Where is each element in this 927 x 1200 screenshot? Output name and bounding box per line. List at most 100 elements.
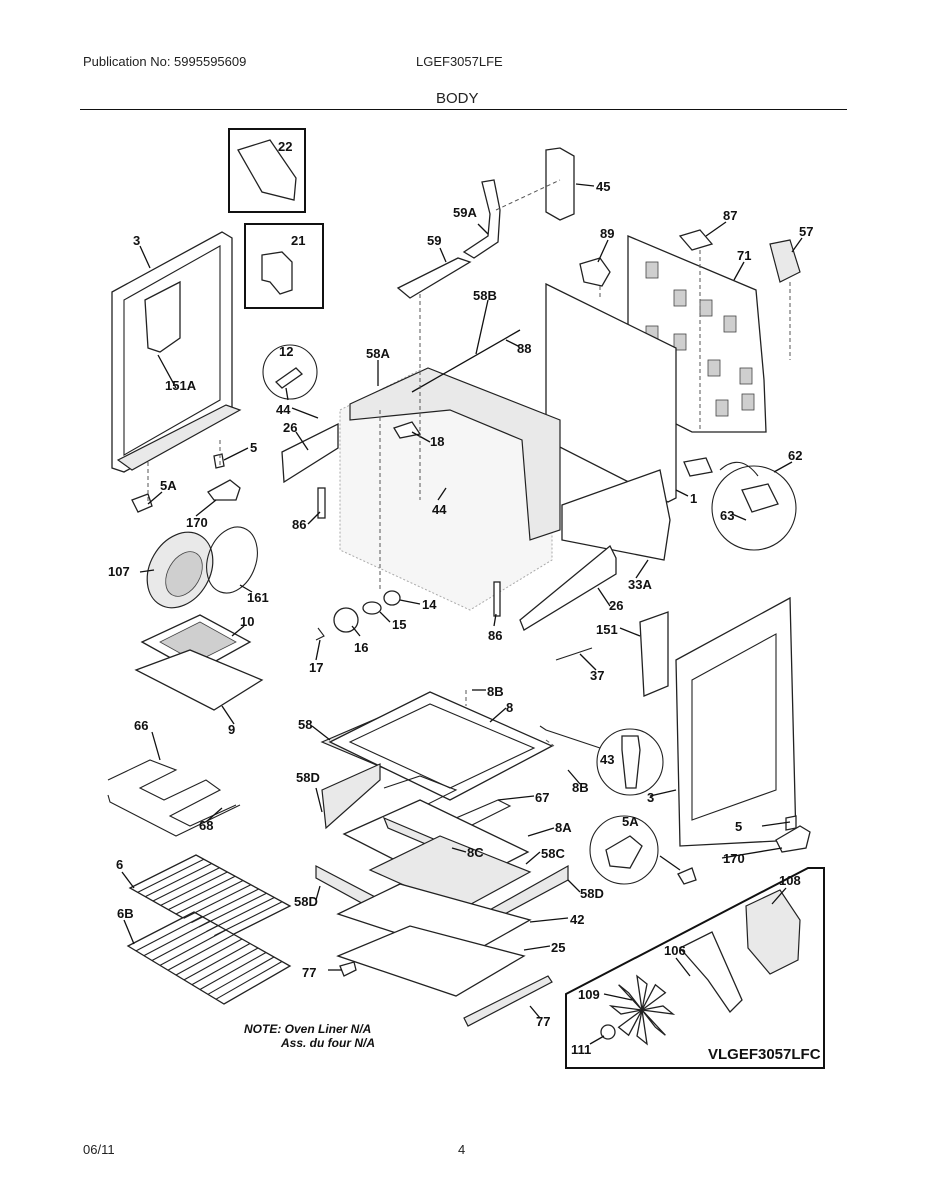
part-109-fan-blades (608, 974, 676, 1046)
callout-44-b: 44 (432, 502, 447, 517)
leader-line (603, 993, 633, 1001)
callout-161: 161 (247, 590, 269, 605)
part-terminal-block (683, 457, 713, 477)
rack-wire (199, 952, 267, 990)
part-88-rod (411, 329, 521, 393)
callout-58d-mid: 58D (294, 894, 318, 909)
figure-code: VLGEF3057LFC (708, 1046, 821, 1063)
part-111-nut (600, 1024, 616, 1040)
callout-10: 10 (240, 614, 255, 629)
leader-line (567, 879, 581, 893)
leader-line (635, 559, 649, 579)
callout-66: 66 (134, 718, 149, 733)
leader-line (139, 245, 151, 269)
leader-line (315, 787, 323, 813)
part-26-right-rail (519, 544, 617, 631)
callout-87: 87 (723, 208, 738, 223)
callout-86-right: 86 (488, 628, 503, 643)
callout-107: 107 (108, 564, 130, 579)
leader-line (619, 627, 641, 637)
part-5-left-screw (213, 453, 225, 469)
leader-line (307, 511, 321, 525)
callout-58d-right: 58D (580, 886, 604, 901)
callout-170-right: 170 (723, 851, 745, 866)
leader-line (493, 613, 497, 627)
leader-line (439, 247, 447, 263)
inset-circle-5A (589, 815, 659, 885)
callout-59a: 59A (453, 205, 477, 220)
leader-line (523, 945, 551, 951)
callout-26-left: 26 (283, 420, 298, 435)
part-87-tab (678, 229, 714, 251)
callout-leader-lines (121, 183, 803, 1045)
header-divider (80, 109, 847, 110)
inset-circle-43 (596, 728, 664, 796)
callout-151: 151 (596, 622, 618, 637)
leader-line (195, 499, 217, 517)
callout-58: 58 (298, 717, 313, 732)
leader-line (239, 584, 253, 593)
callout-170-left: 170 (186, 515, 208, 530)
callout-58c: 58C (541, 846, 565, 861)
callout-63: 63 (720, 508, 735, 523)
leader-line (285, 387, 289, 401)
leader-line (731, 513, 747, 521)
callout-22: 22 (278, 139, 293, 154)
part-89-bracket (579, 257, 611, 287)
leader-line (791, 237, 803, 253)
callout-26-right: 26 (609, 598, 624, 613)
inset-box-21 (244, 223, 324, 309)
leader-line (121, 871, 135, 889)
rack-wire (183, 884, 252, 919)
leader-line (451, 847, 467, 853)
rack-wire (135, 916, 203, 952)
part-59-duct (396, 257, 472, 299)
rack-wire (160, 871, 228, 906)
callout-68: 68 (199, 818, 214, 833)
vent-slots (673, 333, 687, 351)
callout-15: 15 (392, 617, 407, 632)
rack-wire (145, 863, 212, 898)
rack-wire (215, 961, 283, 1000)
leader-line (139, 569, 155, 573)
callout-9: 9 (228, 722, 236, 737)
callout-59: 59 (427, 233, 442, 248)
part-45-vent-duct (545, 147, 575, 221)
leader-line (151, 731, 161, 761)
rack-wire (191, 947, 259, 986)
leader-line (527, 827, 555, 837)
leader-line (477, 223, 489, 235)
callout-58d-left: 58D (296, 770, 320, 785)
assembly-guide-lines (147, 179, 791, 747)
callout-88: 88 (517, 341, 532, 356)
callout-33a: 33A (628, 577, 652, 592)
fan-blade (618, 984, 643, 1011)
callout-12: 12 (279, 344, 294, 359)
part-68-bracket (107, 794, 241, 837)
part-17-clip (315, 627, 325, 641)
part-3-right-side-panel (675, 596, 797, 847)
callout-25: 25 (551, 940, 566, 955)
leader-line (659, 855, 681, 871)
part-8-pan-rim (348, 703, 536, 789)
part-8-bake-pan (328, 691, 554, 801)
rack-wire (198, 892, 267, 928)
rack-wire (207, 956, 275, 995)
part-170-right-receptacle (775, 825, 811, 853)
callout-86-left: 86 (292, 517, 307, 532)
publication-number: Publication No: 5995595609 (83, 54, 247, 69)
callout-5a-left: 5A (160, 478, 177, 493)
part-12-switch (274, 367, 304, 389)
part-58A-insulation (349, 367, 561, 541)
rack-wire (168, 875, 236, 911)
note-oven-liner: NOTE: Oven Liner N/A (244, 1022, 372, 1036)
leader-line (221, 705, 235, 725)
leader-line (525, 851, 541, 865)
part-86-right-clip (493, 581, 501, 617)
convection-fan-box (565, 867, 825, 1069)
leader-line (575, 183, 595, 187)
part-21-clip (261, 251, 293, 295)
leader-line (675, 489, 689, 497)
part-77-right-rail (463, 975, 553, 1027)
leader-line (475, 299, 489, 355)
